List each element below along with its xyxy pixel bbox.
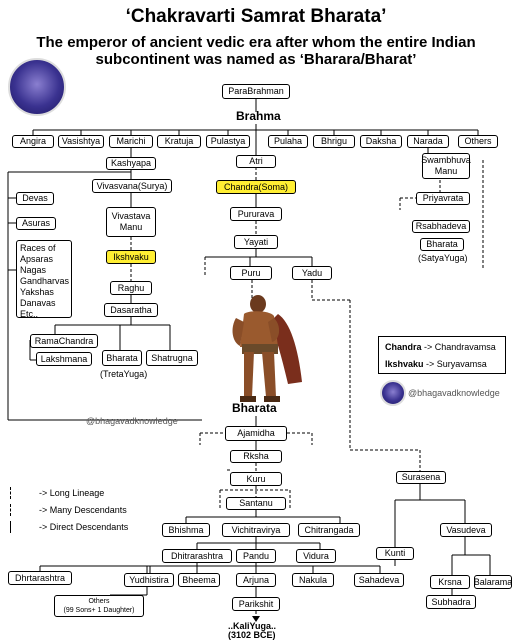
node-bheema: Bheema [178,573,220,587]
node-kashyapa: Kashyapa [106,157,156,170]
node-vidura: Vidura [296,549,336,563]
node-brahma: Brahma [236,109,281,123]
page-title: ‘Chakravarti Samrat Bharata’ [125,6,387,27]
node-vasishtya: Vasishtya [58,135,104,148]
node-krsna: Krsna [430,575,470,589]
node-chitrangada: Chitrangada [298,523,360,537]
node-others-top: Others [458,135,498,148]
channel-logo-icon [8,58,66,116]
node-ramachandra: RamaChandra [30,334,98,348]
channel-logo-icon-small [380,380,406,406]
bharata-figure [232,295,302,402]
node-daksha: Daksha [360,135,402,148]
label-satyayuga: (SatyaYuga) [418,253,468,263]
node-arjuna: Arjuna [236,573,276,587]
node-atri: Atri [236,155,276,168]
vamsa-key: Chandra -> Chandravamsa Ikshvaku -> Sury… [378,336,506,374]
node-angira: Angira [12,135,54,148]
key-row-chandra: Chandra -> Chandravamsa [385,342,496,352]
node-kunti: Kunti [376,547,414,560]
node-kratuja: Kratuja [157,135,201,148]
watermark-right: @bhagavadknowledge [408,388,500,398]
legend-long-lineage-label: -> Long Lineage [39,488,105,498]
node-bharata-satyayuga: Bharata [420,238,464,251]
node-bhishma: Bhishma [162,523,210,537]
node-dasaratha: Dasaratha [104,303,158,317]
legend-mixed-line [10,504,11,516]
node-pulaha: Pulaha [268,135,308,148]
label-tretayuga: (TretaYuga) [100,369,148,379]
node-lakshmana: Lakshmana [36,352,92,366]
node-yadu: Yadu [292,266,332,280]
node-kuru: Kuru [230,472,282,486]
legend-many-descendants-label: -> Many Descendants [39,505,127,515]
subtitle-line-1: The emperor of ancient vedic era after w… [36,34,476,51]
node-vivastava-manu: Vivastava Manu [106,207,156,237]
node-chandra: Chandra(Soma) [216,180,296,194]
node-subhadra: Subhadra [426,595,476,609]
node-pandu: Pandu [236,549,276,563]
key-row-ikshvaku: Ikshvaku -> Suryavamsa [385,359,487,369]
node-balarama: Balarama [474,575,512,589]
legend-long-lineage: -> Long Lineage [10,487,104,499]
node-puru: Puru [230,266,272,280]
node-vivasvana: Vivasvana(Surya) [92,179,172,193]
node-nakula: Nakula [292,573,334,587]
key-ikshvaku-name: Ikshvaku [385,359,424,369]
key-chandra-name: Chandra [385,342,422,352]
node-bharata-main: Bharata [232,401,277,415]
node-santanu: Santanu [226,497,286,510]
node-pulastya: Pulastya [206,135,250,148]
node-dhrtarashtra: Dhrtarashtra [8,571,72,585]
node-vasudeva: Vasudeva [440,523,492,537]
node-marichi: Marichi [109,135,153,148]
node-ajamidha: Ajamidha [225,426,287,441]
node-yudhistira: Yudhistira [124,573,174,587]
node-priyavrata: Priyavrata [416,192,470,205]
node-parabrahman: ParaBrahman [222,84,290,99]
node-pururava: Pururava [230,207,282,221]
node-sahadeva: Sahadeva [354,573,404,587]
node-bhrigu: Bhrigu [313,135,355,148]
legend-direct-descendants: -> Direct Descendants [10,521,128,533]
node-narada: Narada [407,135,449,148]
node-surasena: Surasena [396,471,446,484]
legend-direct-descendants-label: -> Direct Descendants [39,522,129,532]
node-devas: Devas [16,192,54,205]
node-swambhuva-manu: Swambhuva Manu [421,153,471,179]
label-kaliyuga-date: (3102 BCE) [228,630,276,640]
key-ikshvaku-value: -> Suryavamsa [423,359,487,369]
label-kaliyuga: ..KaliYuga.. [228,621,277,631]
node-others-bottom: Others (99 Sons+ 1 Daughter) [54,595,144,617]
node-dhritarashtra: Dhitrarashtra [162,549,232,563]
node-parikshit: Parikshit [232,597,280,611]
watermark-left: @bhagavadknowledge [86,416,178,426]
node-races: Races of Apsaras Nagas Gandharvas Yaksha… [16,240,72,319]
key-chandra-value: -> Chandravamsa [421,342,496,352]
node-asuras: Asuras [16,217,56,230]
node-rksha: Rksha [230,450,282,463]
node-rsabhadeva: Rsabhadeva [412,220,470,233]
legend-dashed-line [10,487,11,499]
node-yayati: Yayati [234,235,278,249]
node-ikshvaku: Ikshvaku [106,250,156,264]
node-bharata-rama: Bharata [102,350,142,366]
node-raghu: Raghu [110,281,152,295]
node-vichitravirya: Vichitravirya [222,523,290,537]
node-shatrugna: Shatrugna [146,350,198,366]
page-subtitle: The emperor of ancient vedic era after w… [0,34,512,68]
legend-solid-line [10,521,11,533]
legend-many-descendants: -> Many Descendants [10,504,127,516]
subtitle-line-2: subcontinent was named as ‘Bharara/Bhara… [95,51,417,68]
